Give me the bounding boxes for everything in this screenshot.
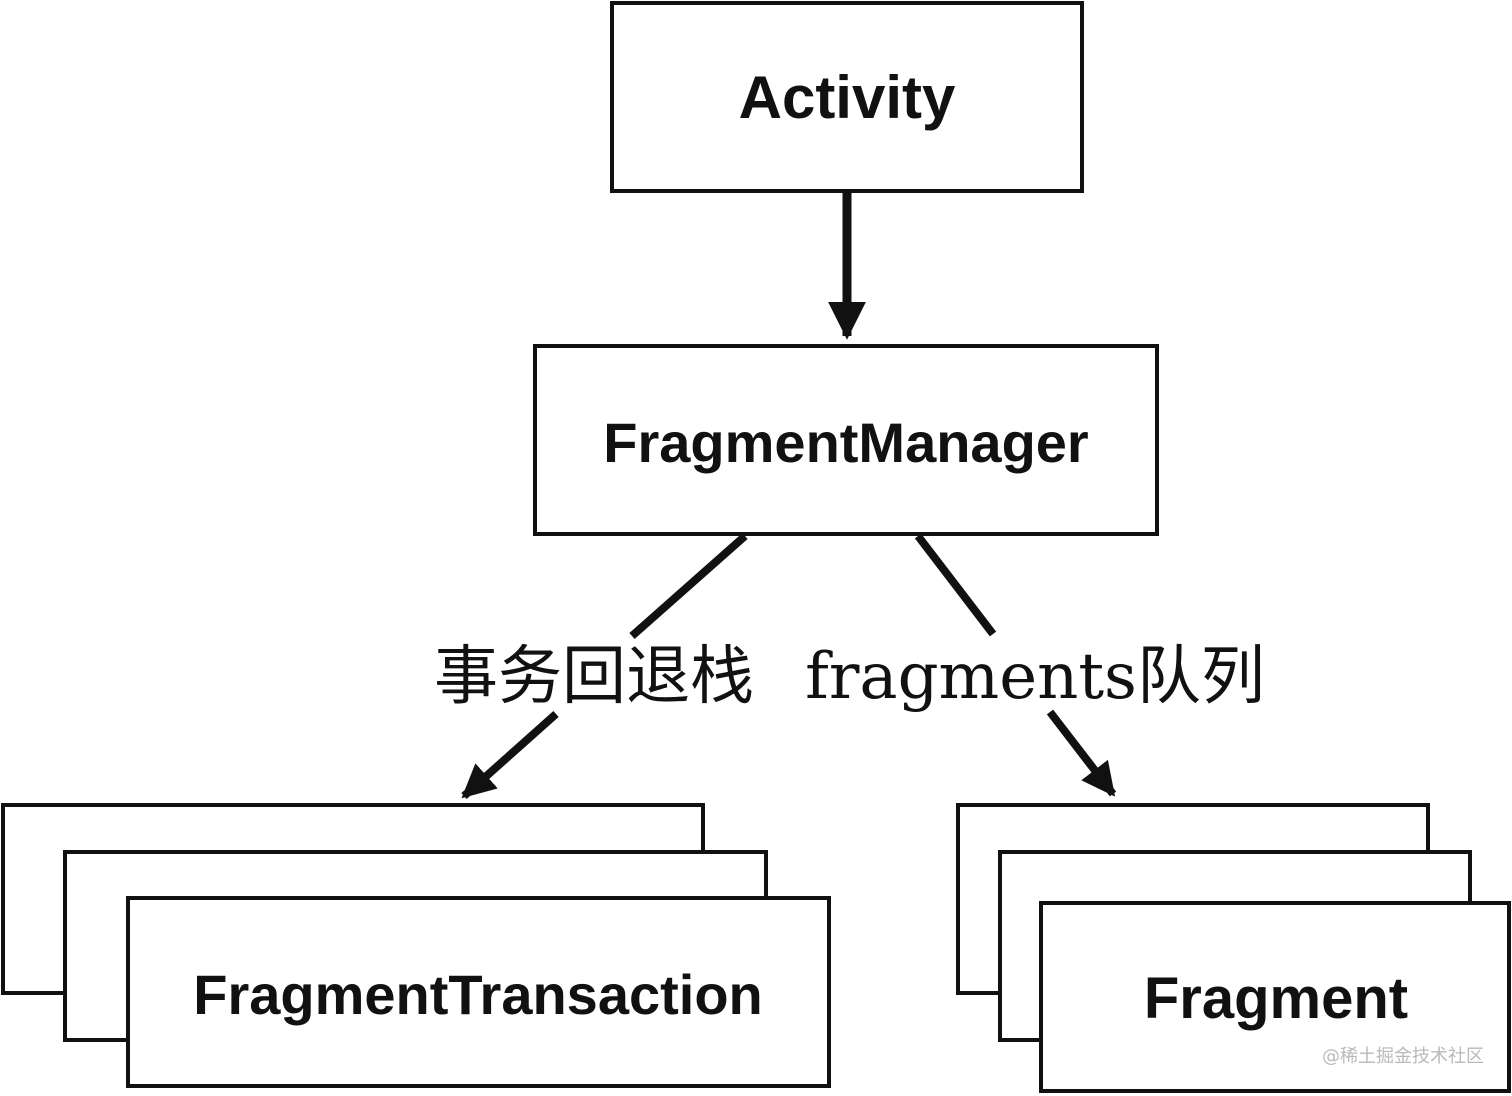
fragment-transaction-stack: FragmentTransaction <box>1 803 831 1088</box>
activity-box <box>610 1 1084 193</box>
line-manager-to-queue-label <box>914 533 997 637</box>
fragment-card-front <box>1039 901 1511 1093</box>
fragment-manager-label: FragmentManager <box>603 411 1088 474</box>
fragments-queue-label: fragments队列 <box>805 640 1265 714</box>
line-manager-to-backstack-label <box>629 533 748 639</box>
activity-label: Activity <box>739 64 956 131</box>
fragment-stack: Fragment <box>956 803 1511 1093</box>
arrow-to-fragment <box>1046 709 1117 797</box>
activity-node: Activity <box>610 1 1084 193</box>
arrow-to-fragment-transaction <box>461 711 559 799</box>
fragment-transaction-label: FragmentTransaction <box>193 963 762 1026</box>
fragment-manager-box <box>533 344 1159 536</box>
watermark-text: @稀土掘金技术社区 <box>1322 1046 1484 1067</box>
fragment-label: Fragment <box>1144 966 1408 1031</box>
fragment-manager-node: FragmentManager <box>533 344 1159 536</box>
fragment-transaction-card-front <box>126 896 831 1088</box>
back-stack-label: 事务回退栈 <box>434 640 754 714</box>
